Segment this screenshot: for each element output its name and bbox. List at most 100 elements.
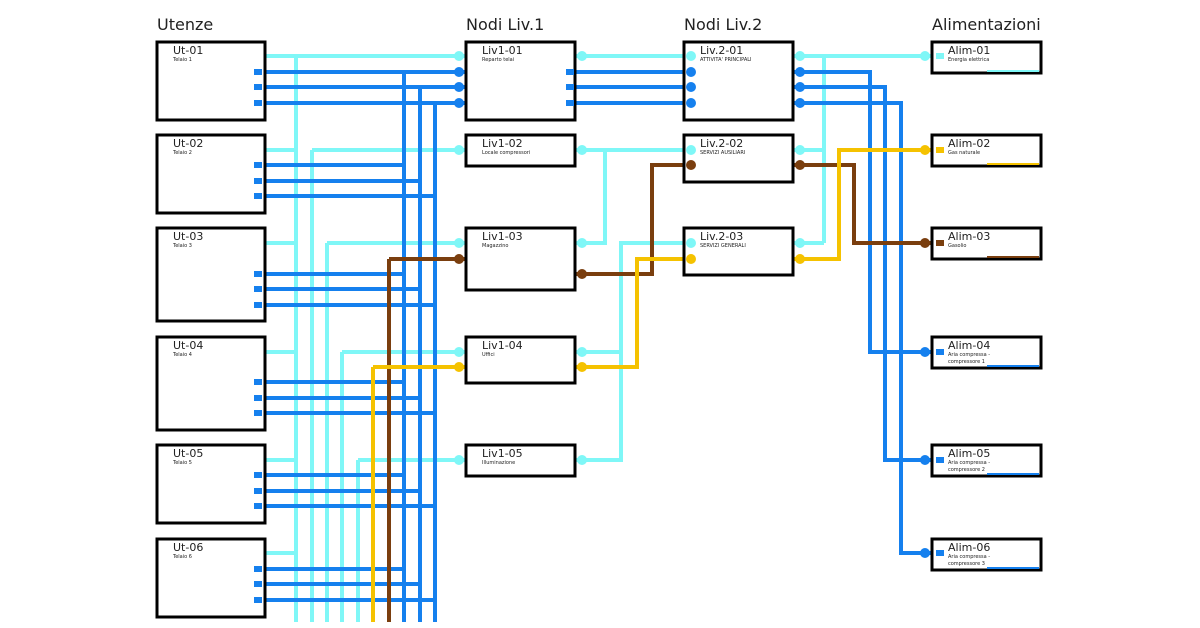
- connection-dot: [920, 347, 930, 357]
- connection-port: [936, 349, 944, 355]
- connection-dot: [454, 238, 464, 248]
- connection-port: [936, 550, 944, 556]
- node-box: [464, 40, 577, 122]
- connection-port: [254, 488, 262, 494]
- connection-lines: [258, 54, 938, 622]
- node-id: Liv1-03: [482, 230, 523, 243]
- node-id: Alim-06: [948, 541, 990, 554]
- node-box: [930, 443, 1043, 478]
- connection-dot: [686, 82, 696, 92]
- node-box: [682, 226, 795, 277]
- connection-dot: [920, 238, 930, 248]
- connection-dot: [686, 98, 696, 108]
- node-id: Alim-03: [948, 230, 990, 243]
- connection-dot: [686, 145, 696, 155]
- connection-line-blue: [785, 85, 938, 462]
- node-box: [682, 133, 795, 184]
- node-label: Aria compressa -: [948, 460, 990, 466]
- connection-dot: [686, 238, 696, 248]
- connection-dot: [686, 51, 696, 61]
- node-label: ATTIVITA' PRINCIPALI: [700, 57, 752, 63]
- connection-port: [936, 53, 944, 59]
- node-box: [464, 133, 577, 168]
- node-label: Telaio 4: [172, 352, 192, 358]
- connection-dot: [577, 269, 587, 279]
- connection-port: [254, 286, 262, 292]
- node-label: Telaio 6: [172, 554, 192, 560]
- connection-line-cyan: [575, 352, 623, 462]
- connection-port: [254, 178, 262, 184]
- node-id: Liv1-01: [482, 44, 523, 57]
- column-header-liv1: Nodi Liv.1: [466, 15, 544, 34]
- node-id: Ut-04: [173, 339, 203, 352]
- connection-dot: [577, 238, 587, 248]
- node-id: Liv.2-03: [700, 230, 743, 243]
- connection-dots: [254, 51, 944, 603]
- connection-dot: [795, 145, 805, 155]
- node-label: SERVIZI GENERALI: [700, 243, 746, 249]
- connection-port: [254, 410, 262, 416]
- node-label: Telaio 1: [172, 57, 192, 63]
- connection-dot: [686, 254, 696, 264]
- node-id: Ut-06: [173, 541, 203, 554]
- node-box: [155, 40, 267, 122]
- node-label: Aria compressa -: [948, 554, 990, 560]
- connection-port: [566, 69, 574, 75]
- node-box: [155, 226, 267, 323]
- connection-dot: [795, 67, 805, 77]
- node-label: Telaio 5: [172, 460, 192, 466]
- node-id: Ut-03: [173, 230, 203, 243]
- node-id: Ut-05: [173, 447, 203, 460]
- connection-dot: [577, 51, 587, 61]
- node-id: Alim-02: [948, 137, 990, 150]
- connection-port: [254, 302, 262, 308]
- node-id: Alim-01: [948, 44, 990, 57]
- connection-line-yellow: [793, 148, 932, 261]
- connection-port: [254, 69, 262, 75]
- connection-line-yellow: [575, 257, 684, 369]
- node-label: Reparto telai: [482, 57, 514, 63]
- connection-dot: [795, 82, 805, 92]
- node-label: Telaio 3: [172, 243, 192, 249]
- connection-line-brown: [793, 163, 932, 245]
- connection-dot: [795, 160, 805, 170]
- connection-dot: [454, 455, 464, 465]
- connection-port: [936, 147, 944, 153]
- connection-line-brown: [575, 163, 684, 276]
- node-box: [155, 537, 267, 619]
- connection-port: [254, 271, 262, 277]
- node-label: Aria compressa -: [948, 352, 990, 358]
- connection-port: [254, 100, 262, 106]
- node-box: [155, 133, 267, 215]
- node-label: Magazzino: [482, 243, 508, 249]
- connection-line-blue: [785, 101, 938, 555]
- connection-port: [254, 193, 262, 199]
- node-box: [464, 226, 577, 292]
- node-label-line2: compressore 2: [948, 467, 985, 473]
- node-box: [930, 40, 1043, 75]
- node-id: Liv.2-02: [700, 137, 743, 150]
- connection-port: [254, 84, 262, 90]
